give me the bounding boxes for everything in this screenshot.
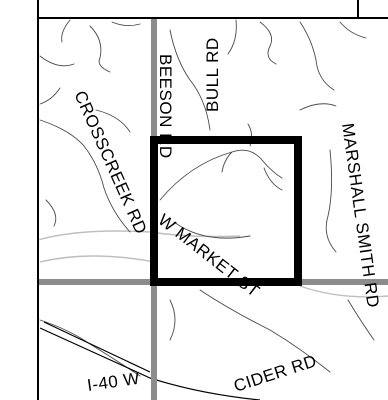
stream-6 (95, 109, 131, 133)
stream-19 (199, 289, 331, 373)
stream-24 (299, 103, 337, 111)
label-crosscreek-rd: CROSSCREEK RD (70, 88, 150, 237)
label-cider-rd: CIDER RD (231, 351, 319, 396)
stream-16 (247, 123, 253, 147)
stream-8 (169, 29, 211, 131)
minor-road-east (299, 285, 388, 298)
interstate-i40 (39, 321, 261, 400)
stream-1 (61, 19, 71, 43)
stream-4 (39, 87, 61, 105)
label-beeson-rd: BEESON RD (156, 54, 175, 159)
stream-7 (111, 21, 141, 27)
label-bull-rd: BULL RD (203, 37, 222, 112)
minor-road-south (39, 255, 156, 263)
stream-18 (173, 221, 251, 239)
stream-9 (227, 19, 237, 55)
stream-20 (39, 319, 141, 377)
stream-2 (89, 25, 111, 73)
stream-13 (325, 149, 337, 253)
stream-5 (39, 119, 131, 233)
stream-17 (263, 167, 283, 191)
stream-15 (221, 151, 233, 173)
stream-12 (339, 21, 367, 39)
stream-14 (159, 149, 283, 201)
label-i40-w: I-40 W (86, 369, 141, 395)
stream-22 (347, 299, 375, 341)
label-w-market-st: W MARKET ST (155, 210, 264, 301)
stream-21 (169, 299, 176, 341)
highlight-box[interactable] (150, 136, 302, 286)
stream-3 (39, 55, 75, 67)
stream-23 (45, 199, 57, 227)
stream-10 (259, 21, 277, 65)
stream-11 (299, 21, 335, 91)
